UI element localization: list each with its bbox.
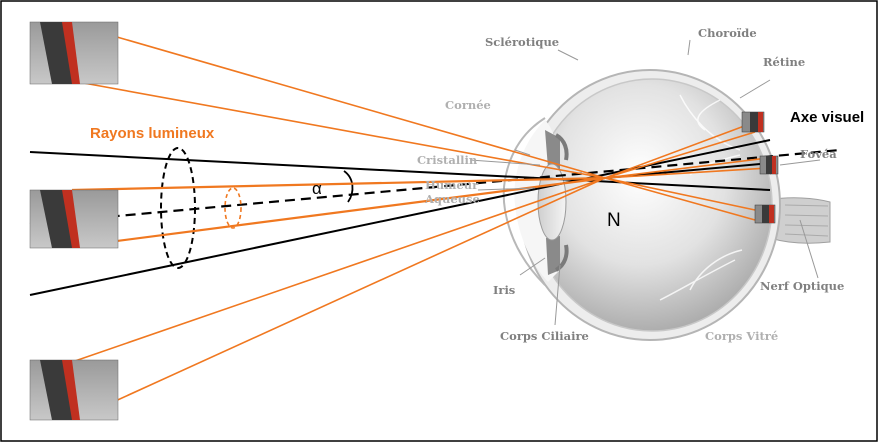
retina-image-middle xyxy=(759,155,779,175)
retina-shape xyxy=(531,78,773,332)
aqueous-label-line2: Aqueuse xyxy=(424,192,480,206)
retina-vessels xyxy=(659,94,743,301)
visual-axis-label: Axe visuel xyxy=(790,109,864,126)
lens-label: Cristallin xyxy=(417,153,478,167)
object-middle xyxy=(29,189,119,249)
angle-label: α xyxy=(312,179,322,198)
nodal-point-label: N xyxy=(607,210,621,231)
fovea-label: Fovéa xyxy=(800,147,837,161)
object-top xyxy=(29,21,119,85)
ray xyxy=(604,131,756,179)
ray xyxy=(77,176,606,248)
retina-image-bottom xyxy=(754,204,776,224)
ray xyxy=(604,167,769,179)
cornea-shape xyxy=(502,117,546,286)
leader-lines xyxy=(469,39,821,326)
eyeball xyxy=(502,69,831,341)
vitreous-label: Corps Vitré xyxy=(705,329,778,343)
ray xyxy=(604,157,769,179)
ray xyxy=(77,177,606,419)
ray xyxy=(71,176,606,192)
ciliary-body-label: Corps Ciliaire xyxy=(500,329,589,343)
iris-label: Iris xyxy=(493,283,515,297)
ray xyxy=(604,177,756,211)
ray xyxy=(604,121,756,179)
ray xyxy=(604,177,756,221)
large-cone-ellipse xyxy=(160,147,196,269)
cornea-label: Cornée xyxy=(445,98,491,112)
aqueous-label-line1: Humeur xyxy=(425,178,479,192)
optic-nerve-label: Nerf Optique xyxy=(760,279,844,293)
choroid-label: Choroïde xyxy=(698,26,757,40)
retina-image-top xyxy=(741,111,765,133)
angle-arc xyxy=(343,170,354,203)
object-bottom xyxy=(29,359,119,421)
visual-axis-line xyxy=(29,148,841,226)
ciliary-body-shape xyxy=(554,133,569,272)
sclera-label: Sclérotique xyxy=(485,35,559,49)
upper-cone-line xyxy=(29,151,771,191)
light-rays xyxy=(71,23,769,419)
small-cone-ellipse xyxy=(224,187,242,229)
ray xyxy=(71,23,606,179)
retina-label: Rétine xyxy=(763,55,805,69)
rays-label: Rayons lumineux xyxy=(90,125,215,142)
ray xyxy=(71,177,606,363)
ray xyxy=(77,81,606,179)
